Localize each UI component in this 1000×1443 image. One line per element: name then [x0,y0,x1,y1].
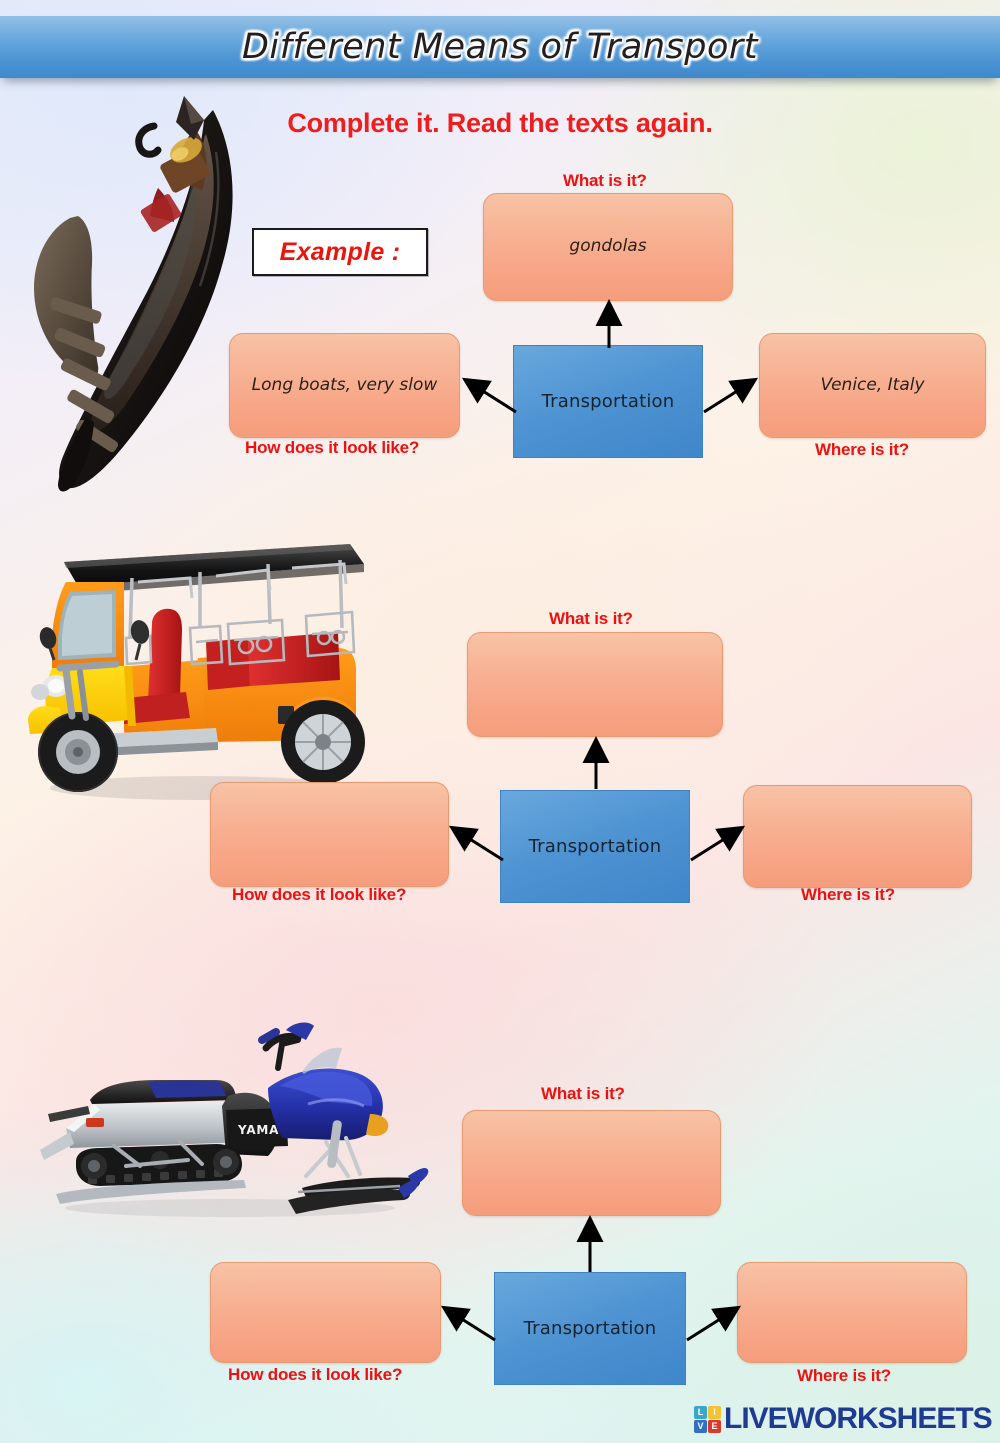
where-is-it-answer-1[interactable]: Venice, Italy [759,333,986,438]
center-node-label-2: Transportation [528,836,662,857]
snowmobile-photo: YAMAHA [30,1010,430,1230]
what-is-it-answer-1[interactable]: gondolas [483,193,733,301]
what-is-it-label-2: What is it? [549,609,633,628]
how-does-it-look-label-3: How does it look like? [228,1365,403,1384]
where-is-it-answer-2[interactable] [743,785,972,888]
how-does-it-look-answer-1[interactable]: Long boats, very slow [229,333,460,438]
liveworksheets-logo-text: LIVEWORKSHEETS [724,1402,993,1435]
what-is-it-label-3: What is it? [541,1084,625,1103]
example-badge: Example : [252,228,428,276]
logo-tile-i: I [708,1405,721,1419]
center-node-label-1: Transportation [541,391,675,412]
arrow-up-2 [582,736,610,789]
auto-rickshaw-photo [20,520,380,820]
where-is-it-label-1: Where is it? [815,440,909,459]
center-node-2[interactable]: Transportation [500,790,690,903]
liveworksheets-logo-tiles: L I V E [694,1405,721,1433]
where-is-it-label-3: Where is it? [797,1366,891,1385]
arrow-up-3 [576,1215,604,1272]
arrow-left-2 [448,825,504,862]
center-node-label-3: Transportation [523,1318,657,1339]
what-is-it-answer-text-1: gondolas [569,236,647,257]
arrow-right-1 [703,377,759,414]
how-does-it-look-answer-text-1: Long boats, very slow [251,374,438,395]
what-is-it-answer-3[interactable] [462,1110,721,1216]
arrow-right-3 [686,1305,742,1342]
logo-tile-v: V [694,1419,707,1433]
center-node-3[interactable]: Transportation [494,1272,686,1385]
example-label: Example : [279,237,401,266]
liveworksheets-logo[interactable]: L I V E LIVEWORKSHEETS [694,1402,993,1435]
how-does-it-look-answer-2[interactable] [210,782,449,887]
where-is-it-label-2: Where is it? [801,885,895,904]
center-node-1[interactable]: Transportation [513,345,703,458]
arrow-up-1 [595,299,623,348]
logo-tile-l: L [694,1405,707,1419]
what-is-it-label-1: What is it? [563,171,647,190]
how-does-it-look-label-1: How does it look like? [245,438,420,457]
arrow-left-1 [461,377,517,414]
arrow-left-3 [440,1305,496,1342]
how-does-it-look-answer-3[interactable] [210,1262,441,1363]
where-is-it-answer-3[interactable] [737,1262,967,1363]
arrow-right-2 [690,825,746,862]
page-title: Different Means of Transport [241,27,759,67]
what-is-it-answer-2[interactable] [467,632,723,737]
header-banner: Different Means of Transport [0,16,1000,78]
gondola-photo [8,92,268,502]
instruction-heading: Complete it. Read the texts again. [287,108,713,138]
logo-tile-e: E [708,1419,721,1433]
how-does-it-look-label-2: How does it look like? [232,885,407,904]
where-is-it-answer-text-1: Venice, Italy [820,374,925,395]
